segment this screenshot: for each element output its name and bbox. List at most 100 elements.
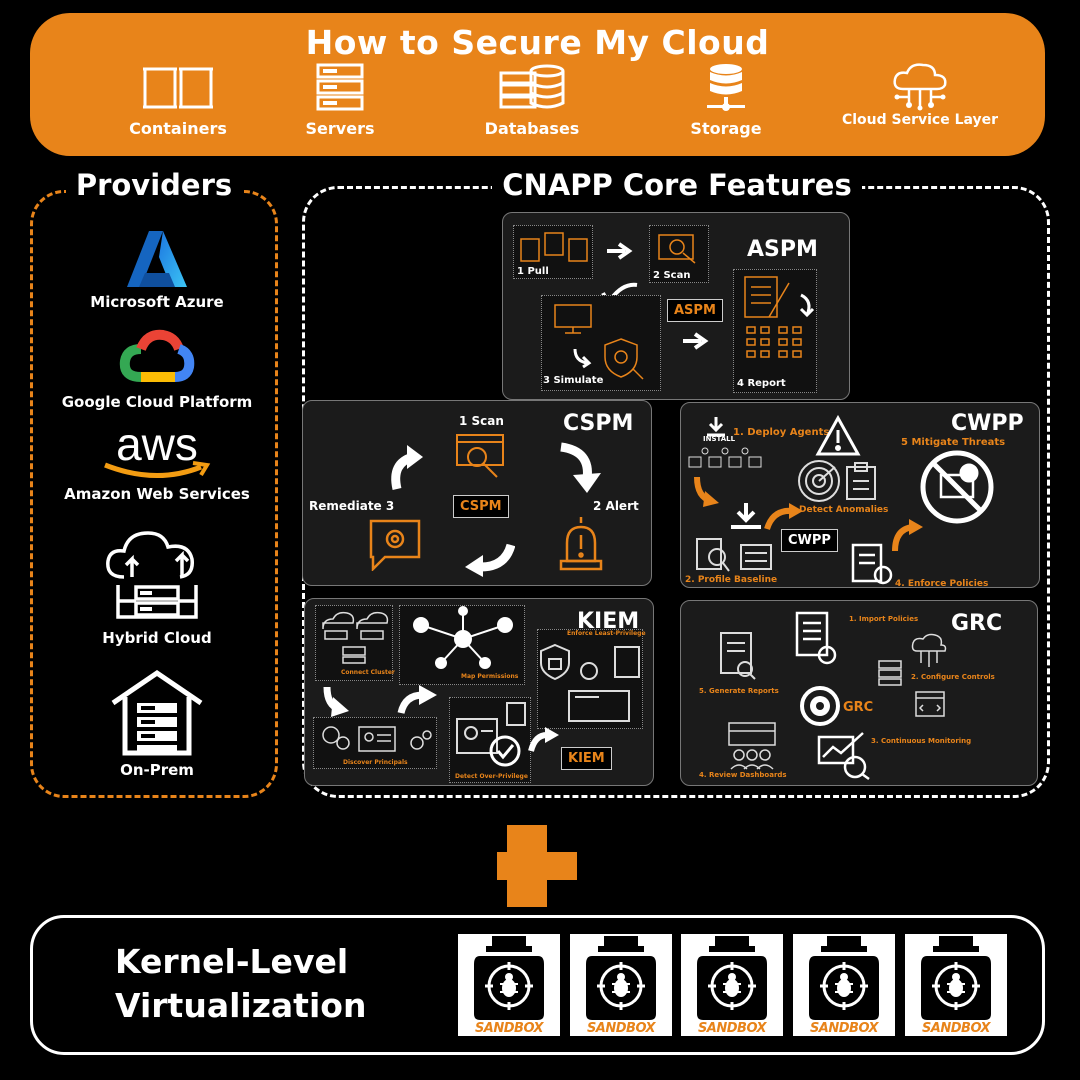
provider-gcp: Google Cloud Platform: [33, 329, 281, 411]
azure-logo: [127, 231, 187, 287]
resource-containers: Containers: [98, 63, 258, 138]
aspm-pull-box: [513, 225, 593, 279]
kiem-step-enforce: Enforce Least-Privilege: [567, 630, 646, 637]
sandbox-label: SANDBOX: [921, 1021, 991, 1036]
grc-step-monitor: 3. Continuous Monitoring: [871, 737, 972, 745]
cspm-step-remediate: Remediate 3: [309, 499, 395, 513]
cspm-step-scan: 1 Scan: [459, 414, 504, 428]
kiem-tag: KIEM: [561, 747, 612, 770]
lock-shield-icon: [540, 643, 640, 722]
cwpp-step-detect: Detect Anomalies: [799, 505, 889, 515]
download-icon: [707, 417, 725, 437]
resource-label: Servers: [305, 119, 375, 138]
cnapp-title: CNAPP Core Features: [302, 168, 1080, 202]
grc-step-configure: 2. Configure Controls: [911, 673, 995, 681]
radar-icon: [798, 460, 840, 502]
principals-icon: [322, 726, 432, 752]
arrow-right-icon: [607, 242, 633, 260]
resource-label: Cloud Service Layer: [841, 112, 999, 128]
policy-import-icon: [795, 611, 837, 665]
arrow-orange-icon: [892, 519, 923, 552]
providers-panel: Microsoft Azure Google Cloud Platform aw…: [30, 190, 278, 798]
sandbox-label: SANDBOX: [697, 1021, 767, 1036]
monitor-icon: [554, 304, 592, 334]
resource-cloud-service-layer: Cloud Service Layer: [840, 61, 1000, 129]
kiem-panel: KIEM Connect Cluster Map Permissions Enf…: [304, 598, 654, 786]
grc-title: GRC: [951, 611, 1003, 636]
cspm-step-alert: 2 Alert: [593, 499, 639, 513]
plus-icon-bar: [497, 852, 577, 880]
cwpp-panel: CWPP INSTALL 1. Deploy Agents 5 Mitigate…: [680, 402, 1040, 588]
servers-icon: [316, 63, 364, 111]
kiem-step-discover: Discover Principals: [343, 759, 408, 766]
cnapp-title-text: CNAPP Core Features: [492, 168, 862, 202]
cycle-gear-icon: [800, 686, 840, 726]
grc-step-review: 4. Review Dashboards: [699, 771, 787, 779]
provider-label: Google Cloud Platform: [61, 393, 253, 411]
cspm-panel: CSPM 1 Scan 2 Alert CSPM Remediate 3: [302, 400, 652, 586]
no-threat-icon: [920, 450, 994, 524]
sandbox-tile: SANDBOX: [793, 934, 895, 1036]
arrow-down-right-icon: [573, 348, 592, 369]
agents-icon: [688, 447, 762, 468]
monitoring-chart-icon: [817, 732, 870, 781]
containers-icon: [143, 67, 213, 109]
alarm-icon: [559, 517, 603, 571]
resource-storage: Storage: [646, 63, 806, 138]
arrow-curve-up-icon: [391, 445, 423, 491]
resource-databases: Databases: [452, 63, 612, 138]
cloud-network-icon: [911, 633, 947, 667]
resource-label: Storage: [690, 119, 762, 138]
cwpp-title: CWPP: [951, 411, 1024, 436]
kernel-title-line1: Kernel-Level: [115, 942, 349, 981]
kiem-step-detect: Detect Over-Privilege: [455, 773, 528, 780]
arrow-orange-icon: [694, 476, 719, 507]
arrow-right-icon: [683, 332, 709, 350]
aspm-simulate-box: [541, 295, 661, 391]
sandbox-tile: SANDBOX: [905, 934, 1007, 1036]
warning-icon: [815, 415, 861, 456]
kiem-detect-box: [449, 697, 531, 783]
kiem-step-map: Map Permissions: [461, 673, 519, 680]
profile-baseline-icon: [696, 538, 772, 572]
aspm-tag: ASPM: [667, 299, 723, 322]
provider-label: Hybrid Cloud: [102, 629, 212, 647]
arrow-curve-down-icon: [560, 442, 601, 493]
code-window-icon: [915, 691, 945, 717]
sandbox-label: SANDBOX: [586, 1021, 656, 1036]
dashboard-people-icon: [728, 722, 776, 770]
download-tray-icon: [731, 503, 761, 529]
scan-icon: [456, 434, 504, 478]
sandbox-label: SANDBOX: [474, 1021, 544, 1036]
kiem-connect-box: [315, 605, 393, 681]
cwpp-step-deploy: 1. Deploy Agents: [733, 427, 830, 438]
provider-azure: Microsoft Azure: [33, 229, 281, 311]
sandbox-jar-icon: [586, 936, 656, 1020]
gcp-logo: [119, 329, 195, 382]
grc-step-import: 1. Import Policies: [849, 615, 919, 623]
code-files-icon: [520, 232, 588, 262]
cwpp-tag: CWPP: [781, 529, 838, 552]
aspm-step-simulate: 3 Simulate: [543, 375, 604, 386]
resource-servers: Servers: [260, 63, 420, 138]
hybrid-cloud-icon: [106, 531, 198, 619]
policy-doc-icon: [851, 543, 893, 585]
resource-label: Containers: [129, 119, 227, 138]
aspm-title: ASPM: [747, 237, 818, 262]
aspm-step-pull: 1 Pull: [517, 266, 549, 277]
cloud-service-icon: [893, 63, 947, 111]
provider-aws: aws Amazon Web Services: [33, 421, 281, 503]
over-privilege-icon: [456, 702, 526, 767]
sandbox-jar-icon: [697, 936, 767, 1020]
aspm-panel: ASPM 1 Pull 2 Scan 3 Simulate ASPM 4 Rep…: [502, 212, 850, 400]
sandbox-label: SANDBOX: [809, 1021, 879, 1036]
top-banner: How to Secure My Cloud Containers Server…: [30, 13, 1045, 156]
grc-step-generate: 5. Generate Reports: [699, 687, 779, 695]
shield-bug-icon: [604, 338, 644, 380]
arrow-down-icon: [323, 686, 349, 717]
cwpp-step-mitigate: 5 Mitigate Threats: [901, 437, 1006, 448]
kernel-panel: [30, 915, 1045, 1055]
cluster-icon: [322, 611, 389, 664]
permission-graph-icon: [413, 606, 513, 669]
providers-title-text: Providers: [65, 168, 243, 202]
